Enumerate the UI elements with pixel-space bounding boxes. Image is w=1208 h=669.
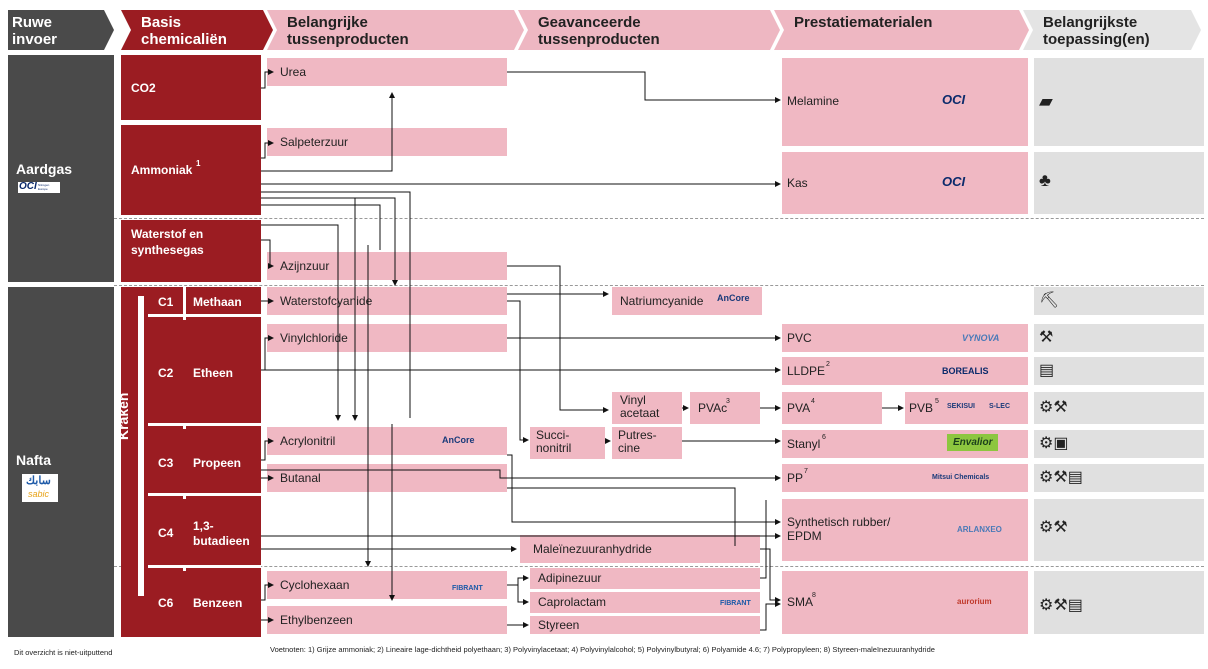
- inter-ethylbenzene: Ethylbenzeen: [267, 606, 507, 634]
- inter-vinyl-chloride: Vinylchloride: [267, 324, 507, 352]
- oci-logo: OCI Nitrogen Europe: [18, 181, 60, 193]
- packaging-icon: ▤: [1039, 362, 1055, 379]
- adv-caprolactam: Caprolactam FIBRANT: [530, 592, 760, 613]
- automotive-construction-packaging-icon: ⚙⚒▤: [1039, 469, 1083, 486]
- feed-naphtha: Nafta سابك sabic: [8, 287, 114, 637]
- vynova-logo: VYNOVA: [962, 333, 1000, 343]
- ancore-logo-2: AnCore: [717, 293, 750, 303]
- inter-acetic-acid: Azijnzuur: [267, 252, 507, 280]
- header-performance-materials: Prestatiematerialen: [774, 10, 1029, 50]
- oci-logo-3: OCI: [942, 174, 966, 189]
- feed-natural-gas-label: Aardgas: [16, 161, 73, 177]
- slec-logo: S-LEC: [989, 403, 1010, 410]
- separator-3: [114, 566, 1204, 567]
- inter-acrylonitrile: Acrylonitril AnCore: [267, 427, 507, 455]
- c4-row: C4 1,3-butadieen: [148, 499, 261, 568]
- app-box-6: ⚙⚒: [1034, 392, 1204, 424]
- inter-maleic-anhydride: Maleïnezuuranhydride: [520, 535, 760, 563]
- envalior-logo: Envalior: [947, 434, 999, 451]
- fibrant-logo-2: FIBRANT: [720, 600, 751, 607]
- adv-adipic-acid: Adipinezuur: [530, 568, 760, 589]
- adv-styrene: Styreen: [530, 616, 760, 634]
- header-basic-chemicals: Basis chemicaliën: [121, 10, 273, 50]
- ancore-logo: AnCore: [442, 435, 475, 445]
- perf-melamine: Melamine OCI: [782, 58, 1028, 146]
- mitsui-logo: Mitsui Chemicals: [932, 474, 990, 481]
- inter-butanal: Butanal: [267, 464, 507, 492]
- adv-vinyl-acetate: Vinyl acetaat: [612, 392, 682, 424]
- construction-crane-icon: ⚒: [1039, 329, 1054, 346]
- cracking-inner: [138, 296, 144, 596]
- sekisui-logo: SEKISUI: [947, 403, 976, 410]
- automotive-construction-icon-2: ⚙⚒: [1039, 519, 1068, 536]
- inter-cyclohexane: Cyclohexaan FIBRANT: [267, 571, 507, 599]
- laminate-icon: ▰: [1039, 91, 1053, 111]
- header-key-intermediates: Belangrijke tussenproducten: [267, 10, 524, 50]
- app-box-7: ⚙▣: [1034, 430, 1204, 458]
- adv-putrescine: Putres-cine: [612, 427, 682, 459]
- perf-pvc: PVC VYNOVA: [782, 324, 1028, 352]
- footer-footnotes: Voetnoten: 1) Grijze ammoniak; 2) Lineai…: [270, 645, 935, 654]
- app-box-5: ▤: [1034, 357, 1204, 385]
- feed-naphtha-label: Nafta: [16, 452, 52, 468]
- fibrant-logo-1: FIBRANT: [452, 585, 483, 592]
- footer-note: Dit overzicht is niet-uitputtend: [14, 648, 113, 657]
- automotive-construction-icon: ⚙⚒: [1039, 399, 1068, 416]
- oci-logo-2: OCI: [942, 92, 966, 107]
- inter-hcn: Waterstofcyanide: [267, 287, 507, 315]
- adv-succinonitrile: Succi-nonitril: [530, 427, 605, 459]
- automotive-construction-packaging-icon-2: ⚙⚒▤: [1039, 597, 1083, 614]
- c2-row: C2 Etheen: [148, 320, 261, 426]
- perf-synthetic-rubber: Synthetisch rubber/ EPDM ARLANXEO: [782, 499, 1028, 561]
- header-applications: Belangrijkste toepassing(en): [1023, 10, 1201, 50]
- app-box-2: ♣: [1034, 152, 1204, 214]
- separator-1: [114, 218, 1204, 219]
- mining-icon: ⛏: [1039, 292, 1060, 309]
- header-advanced-intermediates: Geavanceerde tussenproducten: [518, 10, 780, 50]
- app-box-10: ⚙⚒▤: [1034, 571, 1204, 634]
- perf-kas: Kas OCI: [782, 152, 1028, 214]
- app-box-4: ⚒: [1034, 324, 1204, 352]
- app-box-3: ⛏: [1034, 287, 1204, 315]
- feed-natural-gas: Aardgas OCI Nitrogen Europe: [8, 55, 114, 282]
- basic-hydrogen-syngas: Waterstof en synthesegas: [121, 220, 261, 282]
- sabic-logo: سابك sabic: [22, 474, 58, 502]
- adv-sodium-cyanide: Natriumcyanide AnCore: [612, 287, 762, 315]
- c1-row: C1 Methaan: [148, 287, 261, 317]
- app-box-1: ▰: [1034, 58, 1204, 146]
- borealis-logo: BOREALIS: [942, 366, 989, 376]
- header-raw-input: Ruwe invoer: [8, 10, 114, 50]
- inter-urea: Urea: [267, 58, 507, 86]
- inter-nitric-acid: Salpeterzuur: [267, 128, 507, 156]
- aurorium-logo: aurorium: [957, 597, 992, 606]
- c6-row: C6 Benzeen: [148, 571, 261, 637]
- app-box-9: ⚙⚒: [1034, 499, 1204, 561]
- separator-2: [114, 285, 1204, 286]
- fertilizer-crop-icon: ♣: [1039, 170, 1051, 190]
- c3-row: C3 Propeen: [148, 429, 261, 496]
- app-box-8: ⚙⚒▤: [1034, 464, 1204, 492]
- arlanxeo-logo: ARLANXEO: [957, 525, 1002, 534]
- automotive-electronics-icon: ⚙▣: [1039, 435, 1069, 452]
- basic-co2: CO2: [121, 55, 261, 120]
